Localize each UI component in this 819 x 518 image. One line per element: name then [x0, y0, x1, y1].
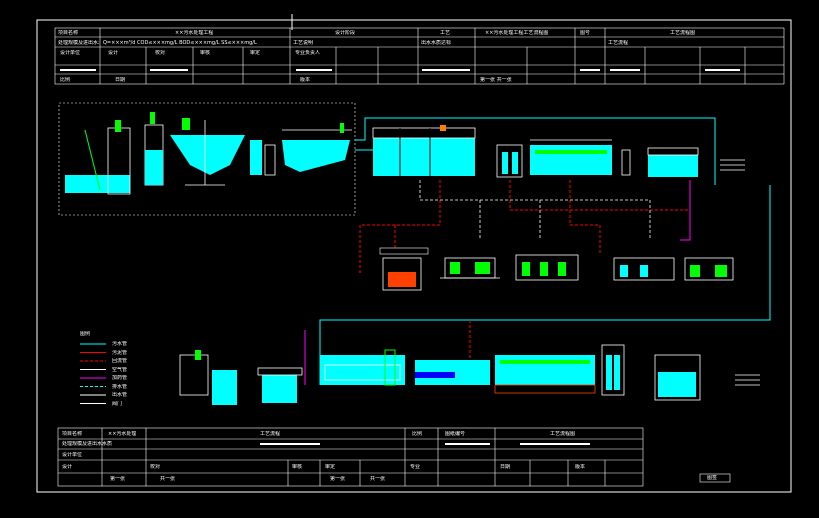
legend-title: 图例	[80, 331, 91, 337]
legend	[80, 343, 106, 404]
top-project-name: ××污水处理工程	[175, 30, 214, 36]
top-table-fill-4	[422, 69, 470, 71]
top-process-label: 工艺流程	[608, 40, 629, 46]
top-design: 设计	[108, 50, 119, 56]
pretreatment-enclosure	[58, 102, 356, 216]
grit-chamber	[144, 112, 164, 186]
water-main-lower	[319, 185, 771, 385]
bottom-table-fill-2	[445, 443, 490, 445]
top-table-fill-7	[705, 69, 740, 71]
top-process-note-label: 工艺说明	[293, 40, 314, 46]
anoxic-aerobic-tank-upper	[372, 125, 476, 176]
top-stage-label: 设计阶段	[335, 30, 356, 36]
bottom-process-label: 工艺流程	[260, 431, 281, 437]
bottom-scale-label: 比例	[412, 431, 423, 437]
chemical-pipe	[680, 180, 691, 241]
top-designer-label: 设计单位	[60, 50, 81, 56]
bottom-drawing-no-label: 图纸编号	[445, 431, 466, 437]
top-scale-label: 比例	[60, 77, 71, 83]
top-discipline: 工艺	[440, 30, 451, 36]
biological-tank-lower	[415, 355, 596, 394]
legend-label-6: 出水管	[112, 392, 128, 398]
legend-label-5: 排水管	[112, 383, 128, 390]
lift-pump-well-lower	[179, 350, 237, 405]
blower-room	[440, 257, 500, 279]
sludge-dewatering-room	[379, 247, 429, 291]
bottom-sheet-1: 第一张	[110, 476, 126, 482]
top-table-fill-5	[580, 69, 600, 71]
bottom-sheet-2: 第一张	[330, 476, 346, 482]
bottom-drawing-name: 工艺流程图	[550, 431, 576, 437]
drawing-frame	[36, 19, 792, 493]
bottom-capacity-label: 处理规模及进出水水质	[62, 441, 113, 447]
effluent-outlet-lower	[735, 374, 760, 386]
top-effluent-note: 出水水质达标	[421, 40, 452, 46]
top-table-fill-6	[610, 69, 640, 71]
top-drawing-name: 工艺流程图	[670, 30, 696, 36]
legend-label-7: 阀门	[112, 400, 123, 407]
bottom-discipline: 专业	[410, 464, 421, 470]
top-date-label: 日期	[115, 77, 126, 83]
primary-clarifier	[282, 123, 352, 172]
top-check: 校对	[155, 50, 166, 56]
bottom-table-fill-1	[260, 443, 320, 445]
top-table-fill-3	[296, 69, 332, 71]
regulating-tank-lower	[257, 367, 303, 403]
coarse-screen-pump-well	[65, 120, 131, 195]
bottom-total-1: 共一张	[160, 476, 176, 482]
distribution-well	[250, 140, 276, 176]
pump-station	[515, 254, 579, 281]
legend-label-0: 污水管	[112, 341, 128, 347]
top-lead: 专业负责人	[295, 50, 321, 56]
bottom-check: 校对	[150, 464, 161, 470]
clean-water-tank-lower	[654, 354, 701, 401]
bottom-design: 设计	[62, 464, 73, 470]
bottom-date: 日期	[500, 464, 511, 470]
stamp-box	[699, 473, 731, 483]
top-capacity-label: 处理规模及进出水水质	[58, 40, 99, 46]
top-capacity-value: Q=×××m³/d COD≤×××mg/L BOD≤×××mg/L SS≤×××…	[103, 40, 257, 46]
top-approve: 审定	[250, 50, 261, 56]
top-version-label: 版本	[300, 77, 311, 83]
effluent-outlet-upper	[720, 159, 745, 171]
bottom-approve: 审定	[325, 464, 336, 470]
stamp-label: 图签	[707, 475, 718, 481]
top-drawing-title: ××污水处理工程工艺流程图	[485, 30, 549, 36]
mbr-tank-upper	[530, 139, 612, 175]
legend-label-4: 加药管	[112, 375, 128, 381]
bottom-designer-label: 设计单位	[62, 452, 83, 458]
bottom-title-table	[57, 427, 644, 487]
sedimentation-tank	[170, 118, 245, 186]
legend-label-1: 污泥管	[112, 349, 128, 356]
secondary-clarifier-upper	[496, 144, 523, 178]
top-table-fill-1	[60, 69, 96, 71]
disinfection-unit-upper	[621, 147, 699, 177]
sludge-return-pipes	[359, 180, 690, 275]
water-main-upper	[355, 117, 716, 185]
legend-label-3: 空气管	[112, 366, 128, 373]
hydrolysis-tank-lower	[320, 349, 405, 386]
bottom-total-2: 共一张	[370, 476, 386, 482]
bottom-table-fill-3	[520, 443, 590, 445]
bottom-review: 审核	[292, 464, 303, 470]
chemical-dosing-room	[613, 257, 734, 281]
bottom-project-label: 项目名称	[62, 431, 83, 437]
clarifier-lower	[601, 344, 625, 396]
air-pipes	[419, 180, 651, 240]
legend-label-2: 回流管	[112, 358, 128, 364]
top-table-fill-2	[150, 69, 188, 71]
top-title-table	[54, 27, 785, 85]
top-project-label: 项目名称	[58, 30, 79, 36]
top-drawing-no-label: 图号	[580, 30, 591, 36]
top-review: 审核	[200, 50, 211, 56]
bottom-project-name: ××污水处理	[108, 431, 137, 437]
top-sheet-label: 第一张 共一张	[480, 77, 512, 83]
bottom-version: 版本	[575, 464, 586, 470]
